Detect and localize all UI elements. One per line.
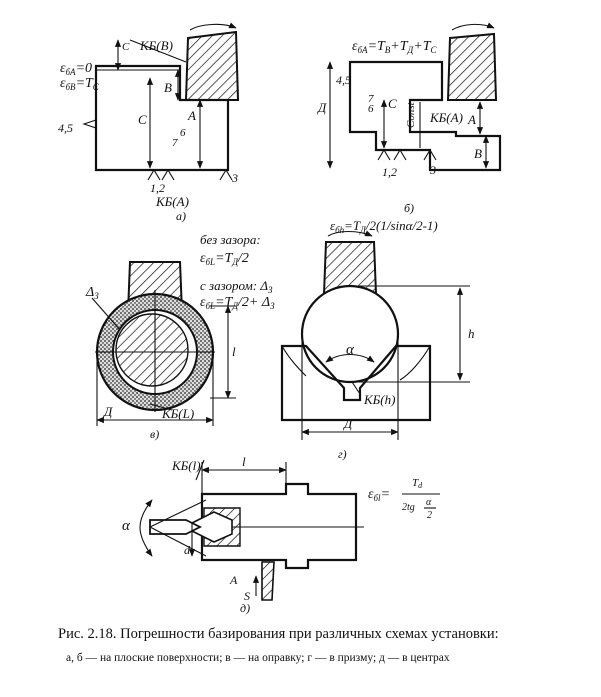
panel-d-den-den: 2 [427,510,432,521]
panel-b-num-12: 1,2 [382,165,397,179]
panel-b-roughness: 4,5 [336,73,351,87]
panel-d-den-num: α [426,497,432,508]
panel-v-delta: ΔЗ [85,285,99,301]
panel-d-kb: КБ(l) [171,458,201,473]
panel-v-dim-l: l [232,344,236,359]
panel-a-kb-top: КБ(В) [139,38,173,53]
panel-b-dim-b: B [474,146,482,161]
panel-b: εбА=TB+TД+TC Д 4,5 6 7 C Const КБ(А) A B… [316,22,502,215]
panel-b-workpiece [348,60,502,172]
panel-a-eps-a: εбА=0 [60,61,92,77]
panel-g-workpiece [300,284,400,384]
panel-a-label: а) [176,209,186,223]
figure-caption-subtitle: а, б — на плоские поверхности; в — на оп… [66,652,450,664]
panel-a-dim-a: A [187,108,196,123]
panel-b-const: Const [405,101,417,128]
panel-d-den: 2tg [402,502,415,513]
panel-a-roughness: 4,5 [58,121,73,135]
panel-d-alpha: α [122,518,131,534]
panel-v-gap-formula: εбL=TД/2+ ΔЗ [200,295,275,311]
panel-b-rough-6: 6 [368,103,374,115]
panel-d-dim-a: A [229,573,238,587]
panel-b-label: б) [404,201,414,215]
figure-caption-title: Рис. 2.18. Погрешности базирования при р… [58,626,499,642]
panel-v-label: в) [150,427,159,441]
panel-a-dim-c: C [138,112,147,127]
panel-v: без зазора: εбL=TД/2 с зазором: ΔЗ εбL=T… [85,232,275,441]
panel-g-alpha: α [346,342,355,358]
panel-v-kb: КБ(L) [161,406,194,421]
panel-d-num: Td [412,477,423,490]
panel-v-no-gap: без зазора: [200,232,261,247]
panel-g-prism [280,344,432,422]
panel-a-num-3: 3 [231,171,238,185]
panel-b-dim-a: A [467,112,476,127]
panel-a-dim-b: B [164,80,172,95]
panel-a-kb-bottom: КБ(А) [155,194,189,209]
panel-b-formula: εбА=TB+TД+TC [352,39,438,55]
panel-d-tool [261,561,275,601]
panel-d-dim-d: d [184,543,191,557]
panel-a-rough-7: 7 [172,137,178,149]
panel-b-dim-c: C [388,96,397,111]
panel-g-dim-h: h [468,326,475,341]
panel-a-dim-c-top: C [122,41,130,53]
panel-v-no-gap-formula: εбL=TД/2 [200,251,249,267]
panel-d: КБ(l) l εбl= Td 2tg α 2 α d A S д) [122,454,440,615]
panel-d-formula: εбl= [368,487,390,503]
panel-g-kb: КБ(h) [363,392,395,407]
panel-d-label: д) [240,601,250,615]
panel-g-label: г) [338,447,347,461]
panel-a: εбА=0 εбВ=TC КБ(В) C B 4,5 C 6 7 A 1,2 3… [58,22,240,223]
panel-v-dim-d: Д [102,404,113,419]
panel-b-cutter [446,32,498,101]
panel-d-dim-l: l [242,454,246,469]
panel-b-kb: КБ(А) [429,110,463,125]
panel-d-dim-s: S [244,589,250,603]
panel-b-dim-d: Д [316,100,327,115]
panel-g-formula: εбh=TД/2(1/sinα/2-1) [330,218,438,235]
panel-b-rough-7: 7 [368,93,374,105]
panel-a-eps-b: εбВ=TC [60,76,100,92]
panel-b-num-3: 3 [429,163,436,177]
panel-v-gap: с зазором: ΔЗ [200,278,273,295]
panel-a-num-12: 1,2 [150,181,165,195]
panel-g-dim-d: Д [342,416,353,431]
panel-a-rough-6: 6 [180,127,186,139]
panel-a-cutter [184,30,240,101]
panel-g: εбh=TД/2(1/sinα/2-1) α h Д КБ(h) г) [280,218,475,461]
